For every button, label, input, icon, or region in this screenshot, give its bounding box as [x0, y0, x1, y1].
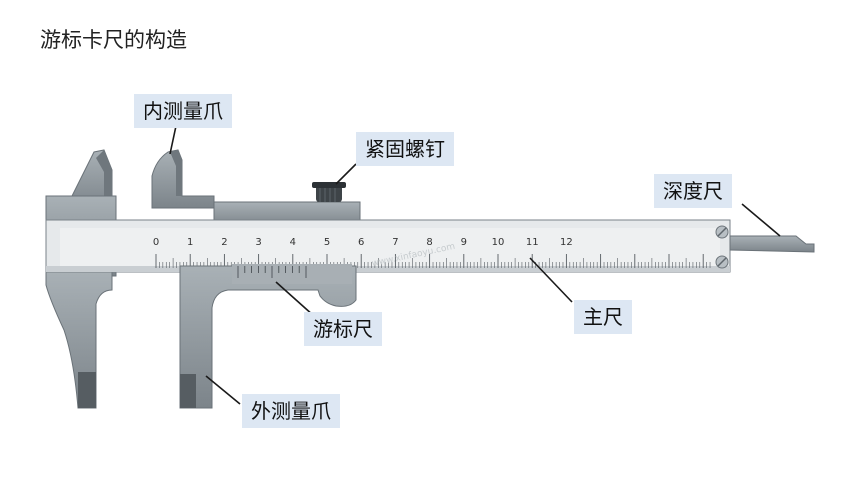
label-depth-rod: 深度尺 [654, 174, 732, 208]
pointer-outer-jaw [205, 375, 241, 405]
lock-screw-cap [312, 182, 346, 188]
main-scale-number: 3 [255, 237, 261, 248]
pointer-main-scale [529, 257, 573, 303]
main-scale-number: 2 [221, 237, 227, 248]
pointer-lines [169, 125, 781, 405]
main-scale-number: 7 [392, 237, 398, 248]
label-vernier: 游标尺 [304, 312, 382, 346]
label-main-scale: 主尺 [574, 300, 632, 334]
label-inner-jaw: 内测量爪 [134, 94, 232, 128]
fixed-outer-jaw-tip [78, 372, 96, 408]
main-scale-number: 1 [187, 237, 193, 248]
main-scale-number: 9 [461, 237, 467, 248]
main-scale-number: 6 [358, 237, 364, 248]
vernier-inner-jaw [151, 149, 215, 209]
main-scale-number: 4 [290, 237, 296, 248]
depth-rod [729, 235, 815, 253]
main-scale-number: 0 [153, 237, 159, 248]
main-scale-face [60, 228, 720, 270]
main-scale-number: 10 [492, 237, 505, 248]
pointer-inner-jaw [169, 125, 177, 155]
vernier-outer-jaw-tip [180, 374, 196, 408]
main-scale-edge [46, 266, 730, 272]
main-scale-number: 8 [426, 237, 432, 248]
vernier-scale-ticks [237, 266, 307, 278]
diagram-title: 游标卡尺的构造 [40, 28, 187, 52]
pointer-vernier [275, 281, 315, 317]
label-lock-screw: 紧固螺钉 [356, 132, 454, 166]
main-scale-number: 12 [560, 237, 573, 248]
lock-screw-knurl [319, 188, 336, 202]
pointer-lock-screw [335, 163, 357, 185]
vernier-scale-plate [232, 264, 352, 284]
label-outer-jaw: 外测量爪 [242, 394, 340, 428]
fixed-inner-jaw-shade [96, 150, 112, 208]
main-scale-number: 11 [526, 237, 539, 248]
pointer-depth-rod [741, 203, 781, 237]
vernier-inner-jaw-shade [170, 150, 182, 196]
main-scale-number: 5 [324, 237, 330, 248]
